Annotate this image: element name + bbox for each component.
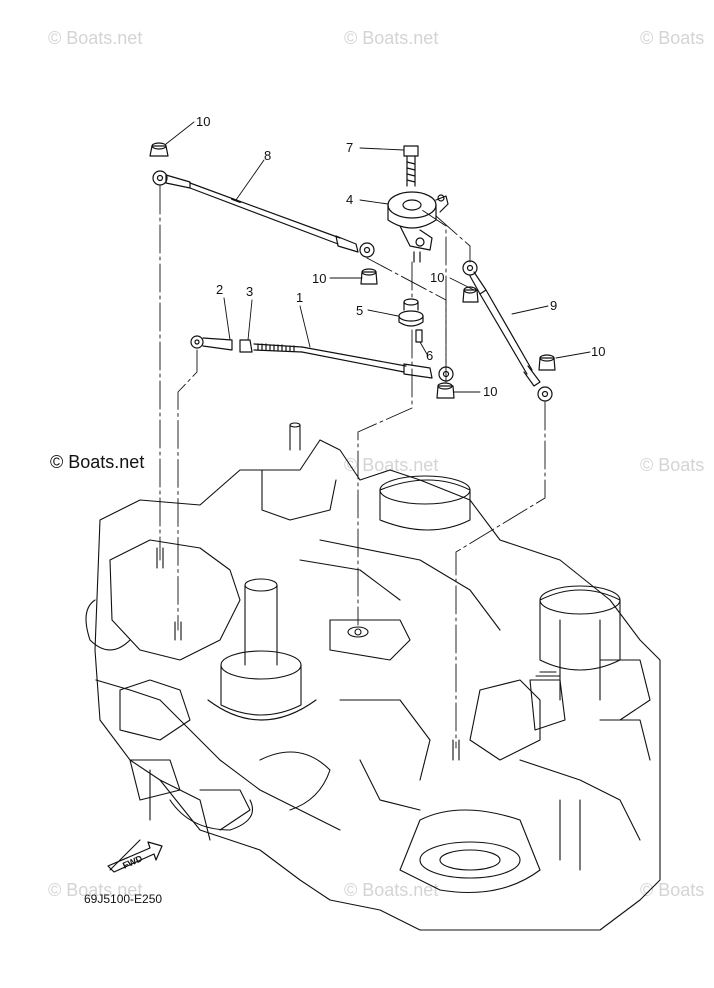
watermark: © Boats (640, 28, 705, 48)
throttle-lever-part-4 (387, 191, 449, 263)
pin-part-6 (415, 329, 423, 343)
callout-part-10: 10 (591, 344, 605, 359)
copyright-label: © Boats.net (50, 452, 145, 472)
callout-part-10: 10 (483, 384, 497, 399)
nut-part-10 (360, 268, 378, 285)
callout-part-2: 2 (216, 282, 223, 297)
forward-arrow-icon (107, 841, 163, 873)
nut-part-10 (538, 354, 556, 371)
watermark: © Boats.net (344, 455, 439, 475)
collar-part-5 (398, 298, 424, 327)
nut-part-3 (239, 339, 253, 353)
nut-part-10 (436, 382, 455, 399)
nut-part-10 (462, 286, 479, 303)
watermark: © Boats.net (344, 28, 439, 48)
callout-part-6: 6 (426, 348, 433, 363)
watermark: © Boats (640, 455, 705, 475)
watermark: © Boats (640, 880, 705, 900)
callout-part-3: 3 (246, 284, 253, 299)
watermark: © Boats.net (48, 880, 143, 900)
nut-part-10 (149, 142, 169, 157)
engine-block (85, 422, 661, 931)
callout-part-4: 4 (346, 192, 353, 207)
callout-part-8: 8 (264, 148, 271, 163)
rod-part-8 (152, 170, 375, 258)
diagram-code: 69J5100-E250 (84, 892, 163, 906)
callout-part-5: 5 (356, 303, 363, 318)
callout-part-9: 9 (550, 298, 557, 313)
callout-part-10: 10 (196, 114, 210, 129)
rod-part-1 (253, 343, 454, 382)
callout-part-7: 7 (346, 140, 353, 155)
joint-part-2 (190, 335, 233, 351)
rod-part-9 (462, 260, 553, 402)
callout-part-10: 10 (312, 271, 326, 286)
callout-part-10: 10 (430, 270, 444, 285)
watermark: © Boats.net (48, 28, 143, 48)
callout-part-1: 1 (296, 290, 303, 305)
bolt-part-7 (403, 145, 419, 187)
watermark: © Boats.net (344, 880, 439, 900)
